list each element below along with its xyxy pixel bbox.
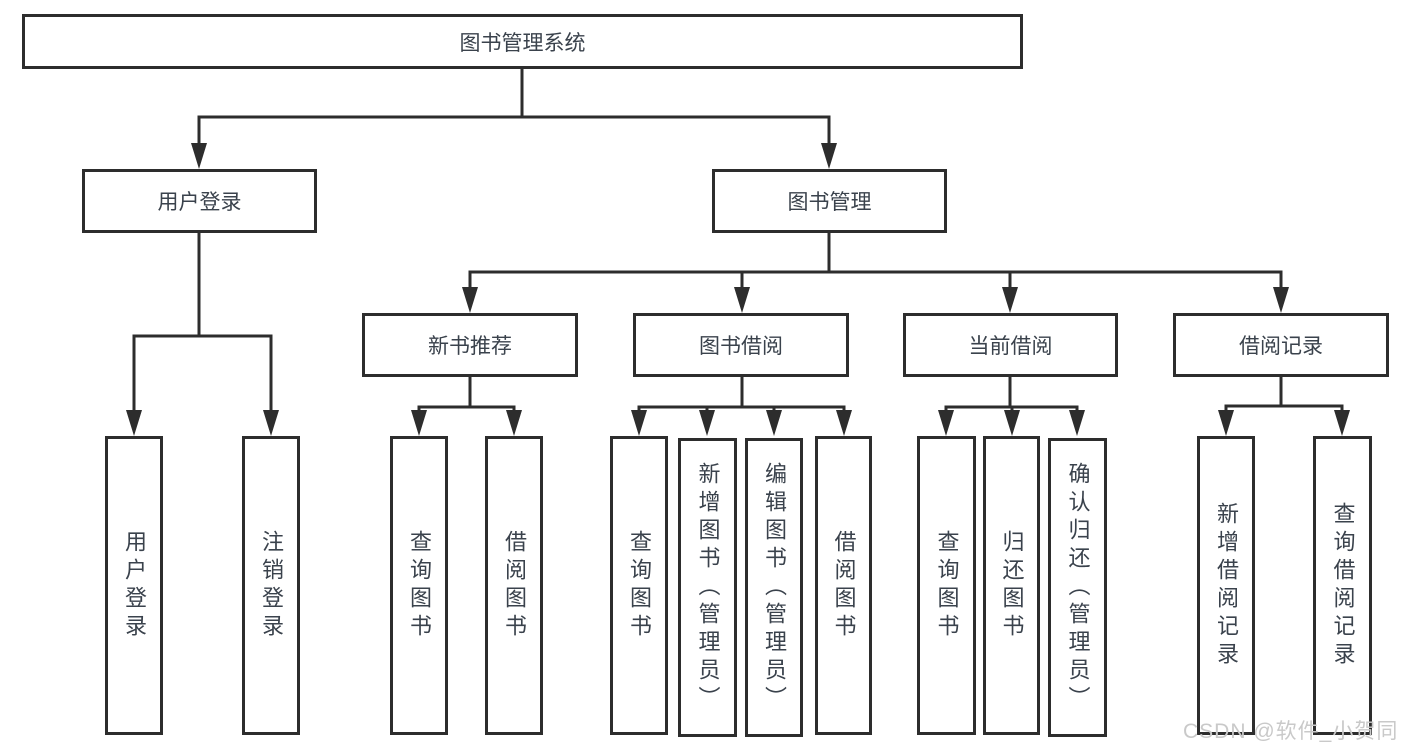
leaf-user-login: 用户登录	[105, 436, 163, 735]
connector-new-book-branch	[417, 405, 516, 414]
leaf-current-confirm-return-admin: 确认归还（管理员）	[1048, 438, 1107, 737]
leaf-borrow-edit-books-admin: 编辑图书（管理员）	[745, 438, 803, 737]
connector-user-login-branch	[132, 334, 273, 414]
leaf-records-add-record: 新增借阅记录	[1197, 436, 1255, 735]
node-current-borrow: 当前借阅	[903, 313, 1118, 377]
leaf-borrow-add-books-admin: 新增图书（管理员）	[678, 438, 737, 737]
leaf-current-query-books: 查询图书	[917, 436, 976, 735]
connector-book-mgmt-branch	[468, 270, 1283, 291]
leaf-records-query-record: 查询借阅记录	[1313, 436, 1372, 735]
arrowheads-down	[126, 143, 1350, 436]
connector-root-branch	[197, 115, 831, 148]
node-user-login: 用户登录	[82, 169, 317, 233]
node-library-system: 图书管理系统	[22, 14, 1023, 69]
connector-records-branch	[1224, 404, 1344, 414]
node-new-book-recommend: 新书推荐	[362, 313, 578, 377]
leaf-current-return-books: 归还图书	[983, 436, 1040, 735]
node-book-borrow: 图书借阅	[633, 313, 849, 377]
leaf-borrow-query-books: 查询图书	[610, 436, 668, 735]
node-borrow-records: 借阅记录	[1173, 313, 1389, 377]
leaf-logout: 注销登录	[242, 436, 300, 735]
node-book-management: 图书管理	[712, 169, 947, 233]
leaf-borrow-borrow-books: 借阅图书	[815, 436, 872, 735]
watermark: CSDN @软件_小贺同学	[1183, 720, 1399, 743]
leaf-newbook-borrow-books: 借阅图书	[485, 436, 543, 735]
connector-book-borrow-branch	[637, 405, 846, 414]
leaf-newbook-query-books: 查询图书	[390, 436, 448, 735]
